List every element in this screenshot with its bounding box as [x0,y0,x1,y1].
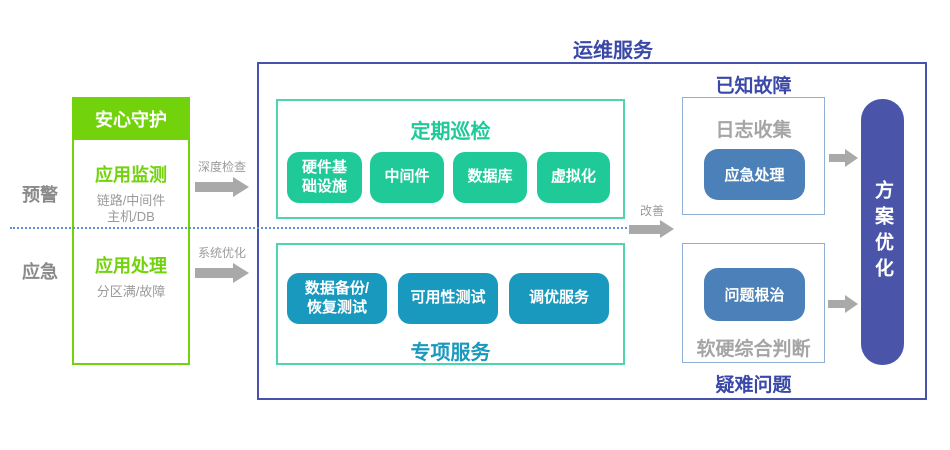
arrow-shaft [629,224,660,234]
system-optimize-arrow [195,263,249,283]
app-handle-title: 应用处理 [95,256,167,276]
node-availability-test: 可用性测试 [398,273,498,324]
arrow-shaft [195,182,233,192]
guard-box-title: 安心守护 [72,97,190,140]
known-faults-title: 已知故障 [715,76,792,97]
stage-label-emergency: 应急 [22,262,58,282]
log-collection-label: 日志收集 [715,120,792,141]
inspection-title: 定期巡检 [410,121,491,143]
node-database: 数据库 [453,152,527,203]
special-services-title: 专项服务 [410,342,491,364]
emergency-handling-pill: 应急处理 [704,149,805,200]
node-tuning-service: 调优服务 [509,273,609,324]
node-hardware-infra: 硬件基 础设施 [287,152,362,203]
solution-optimization-label: 方案优化 [872,180,893,284]
improve-arrow-label: 改善 [639,204,664,218]
phase-divider-line [10,227,627,229]
arrow-shaft [828,300,845,308]
app-monitor-sub2: 主机/DB [107,209,155,224]
ops-box-title: 运维服务 [573,40,653,62]
solution-optimization-pill: 方案优化 [861,99,904,365]
hard-problems-title: 疑难问题 [715,375,792,396]
app-monitor-sub1: 链路/中间件 [96,193,166,208]
arrow-head-icon [845,149,858,167]
system-optimize-arrow-label: 系统优化 [197,246,246,260]
arrow-shaft [195,268,233,278]
arrow-head-icon [660,220,674,238]
deep-check-arrow [195,177,249,197]
combined-judgement-label: 软硬综合判断 [696,339,811,360]
root-cure-pill: 问题根治 [704,268,805,321]
node-middleware: 中间件 [370,152,444,203]
app-handle-sub1: 分区满/故障 [96,284,166,299]
node-backup-recovery-test: 数据备份/ 恢复测试 [287,273,387,324]
guard-box [72,97,190,365]
arrow-shaft [829,154,845,162]
improve-arrow [629,220,674,238]
deep-check-arrow-label: 深度检查 [197,160,246,174]
arrow-head-icon [845,295,858,313]
stage-label-warning: 预警 [22,185,58,205]
app-monitor-title: 应用监测 [95,165,167,185]
hard-problems-to-result-arrow [828,294,858,314]
node-virtualization: 虚拟化 [537,152,610,203]
arrow-head-icon [233,177,249,197]
known-faults-to-result-arrow [829,148,858,168]
arrow-head-icon [233,263,249,283]
